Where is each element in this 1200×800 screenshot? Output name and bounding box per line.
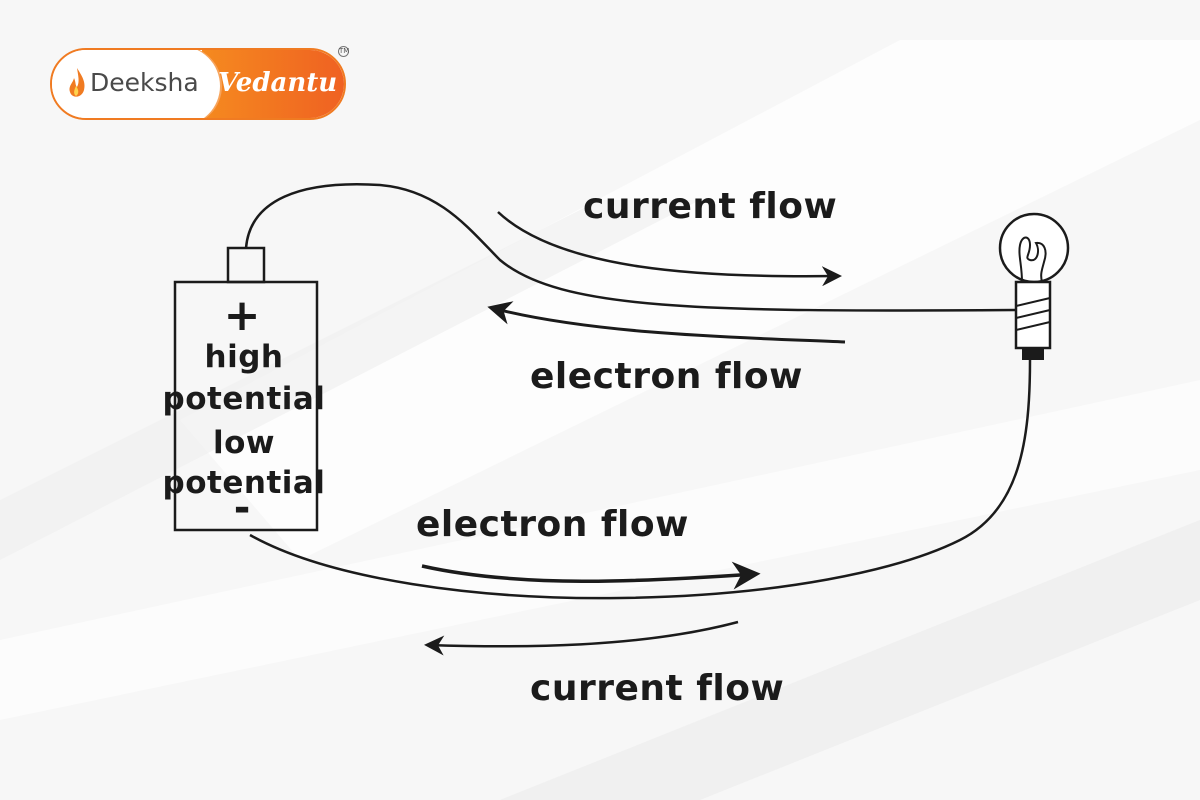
logo-vedantu-text: Vedantu bbox=[218, 68, 338, 98]
low-potential-line1: low bbox=[212, 425, 276, 461]
positive-sign: + bbox=[223, 290, 261, 341]
electron-flow-bottom-label: electron flow bbox=[416, 504, 689, 545]
current-flow-bottom-label: current flow bbox=[530, 668, 785, 709]
current-flow-bottom-arrow bbox=[424, 620, 739, 656]
current-flow-top-label: current flow bbox=[583, 186, 838, 227]
negative-sign: - bbox=[233, 485, 251, 531]
high-potential-line1: high bbox=[204, 339, 284, 375]
light-bulb-icon bbox=[998, 212, 1070, 360]
electron-flow-top-label: electron flow bbox=[530, 356, 803, 397]
brand-logo: Deeksha Vedantu bbox=[50, 48, 346, 120]
electron-flow-top-arrow bbox=[487, 301, 846, 344]
logo-deeksha-text: Deeksha bbox=[90, 68, 199, 97]
trademark-mark: TM bbox=[338, 46, 350, 57]
wire-top bbox=[244, 183, 1016, 312]
wire-bottom bbox=[249, 359, 1032, 600]
current-flow-top-arrow bbox=[497, 211, 842, 287]
high-potential-line2: potential bbox=[162, 381, 326, 417]
electron-flow-bottom-arrow bbox=[421, 561, 761, 590]
flame-icon bbox=[69, 68, 85, 97]
low-potential-line2: potential bbox=[162, 465, 326, 501]
